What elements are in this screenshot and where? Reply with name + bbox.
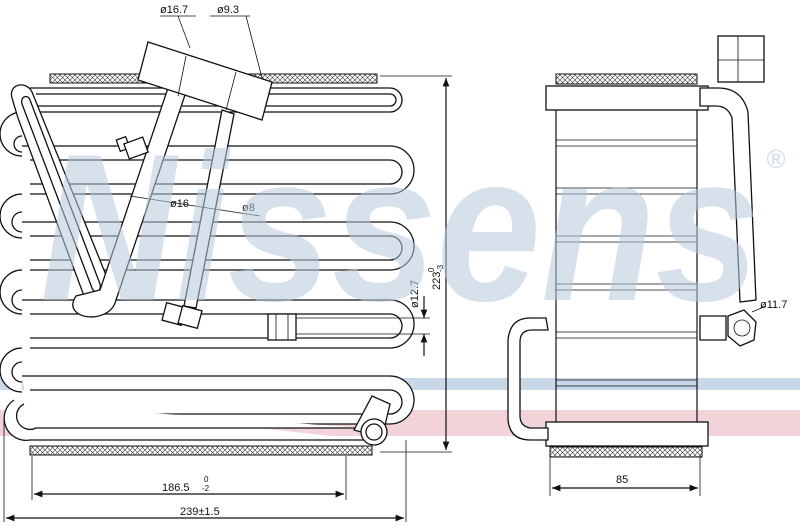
side-inlet-pipe: [507, 317, 549, 441]
dim-height-tol-upper: 0: [427, 267, 436, 272]
front-bottom-fin-header: [29, 445, 373, 456]
side-hex-nut: [727, 309, 757, 347]
dim-inner-width-tol: -2: [202, 484, 210, 493]
watermark-registered: ®: [766, 144, 786, 174]
dim-tube-127: ø12.7: [409, 280, 421, 308]
side-top-block: [717, 35, 765, 83]
side-top-fin-header: [555, 73, 698, 85]
pipe-fitting-bottom: [161, 301, 203, 330]
watermark-brand: Nissens: [40, 110, 760, 345]
dim-height-tol: -3: [436, 264, 445, 272]
side-bottom-fin-header: [549, 446, 703, 458]
dim-inner-width: 186.5: [162, 482, 190, 494]
outlet-ring: [353, 395, 391, 446]
sensor-fitting: [267, 313, 297, 341]
front-view: [0, 41, 415, 456]
side-dimensions: 85 ø11.7: [549, 299, 787, 496]
pipe-fitting-left: [115, 135, 149, 160]
u-bend-riser: [10, 81, 187, 318]
small-pipe: [183, 109, 235, 309]
dim-pipe-large: ø16.7: [160, 4, 188, 16]
dim-depth: 85: [616, 474, 628, 486]
side-fin-lines: [556, 139, 697, 387]
side-top-tank: [545, 85, 709, 111]
side-outlet-pipe: [699, 87, 757, 303]
dim-tube-8: ø8: [242, 202, 255, 214]
dim-overall-width: 239±1.5: [180, 506, 220, 518]
dim-pipe-small: ø9.3: [217, 4, 239, 16]
front-dimensions: ø16.7 ø9.3 ø16 ø8 223 0 -3 ø12.7 186.5 0…: [3, 4, 452, 522]
side-bottom-tank: [545, 421, 709, 447]
brand-watermark: Nissens ®: [40, 110, 786, 345]
dim-height: 223: [431, 272, 443, 290]
top-block-connector: [137, 41, 273, 121]
dim-tube-16: ø16: [170, 198, 189, 210]
dim-inner-width-tol-upper: 0: [204, 475, 209, 484]
side-view: [507, 35, 765, 458]
dim-outlet: ø11.7: [760, 299, 787, 311]
